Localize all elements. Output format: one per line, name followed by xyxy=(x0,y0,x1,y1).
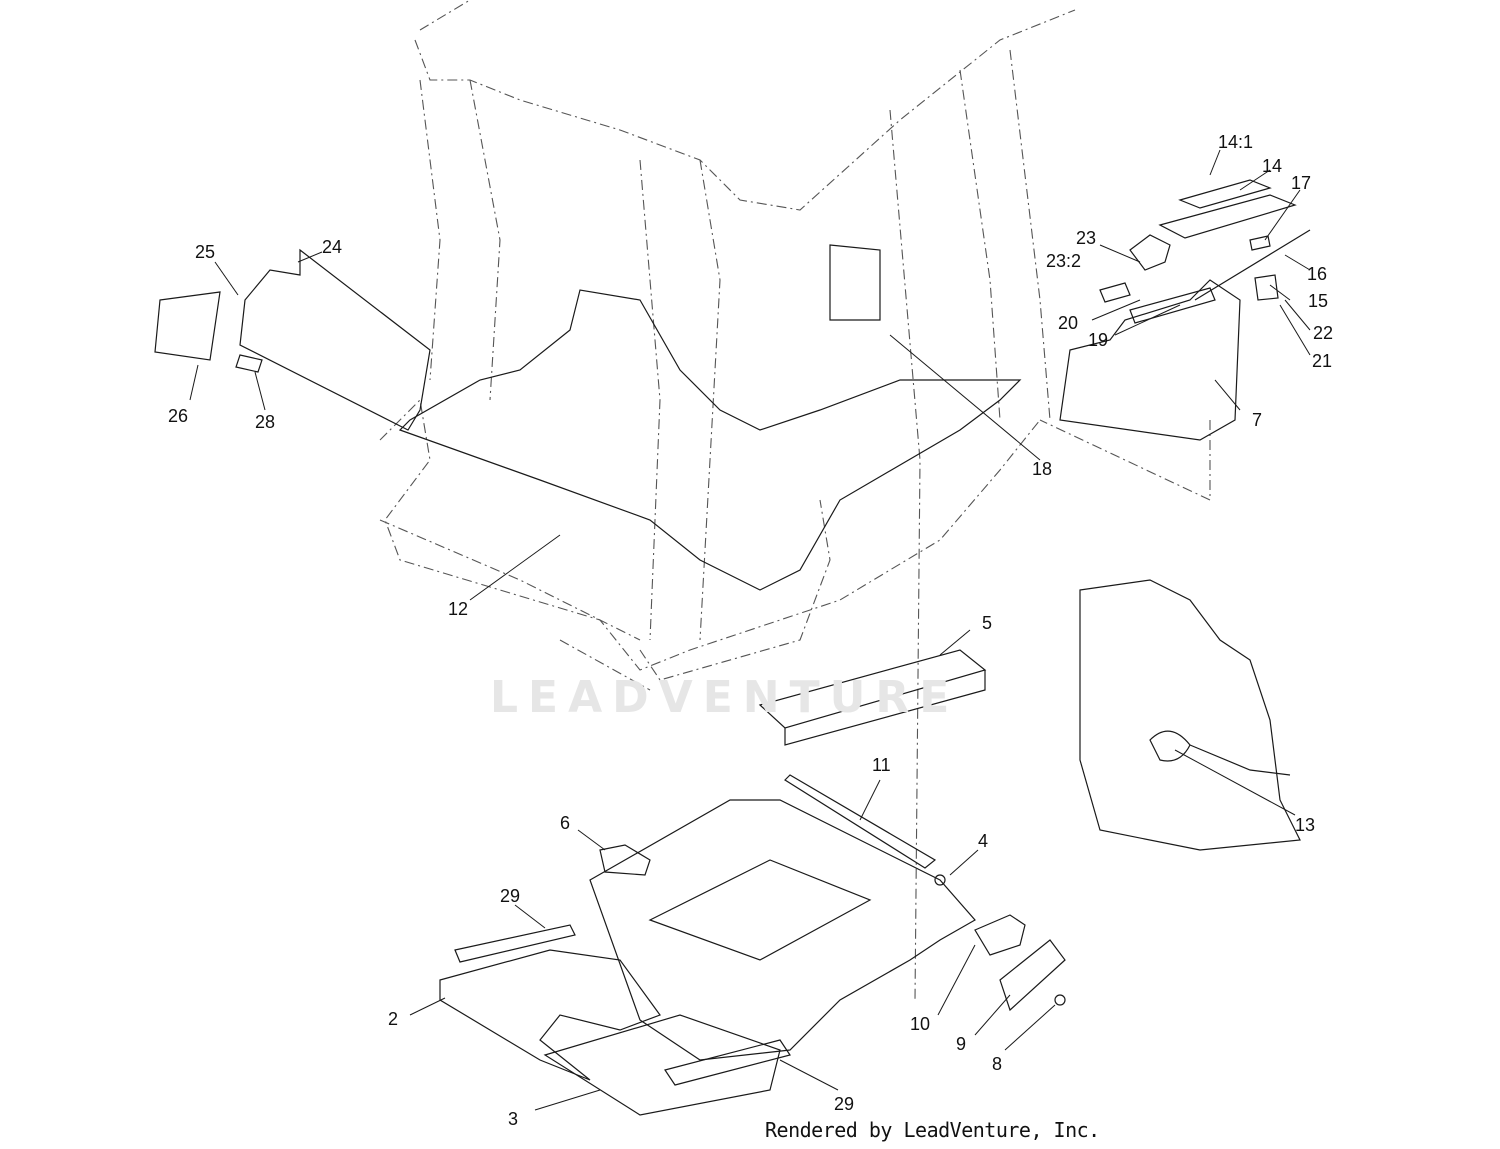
callout-15: 15 xyxy=(1308,291,1329,311)
callout-23: 23 xyxy=(1076,228,1097,248)
callout-29-upper: 29 xyxy=(500,886,521,906)
callout-14: 14 xyxy=(1262,156,1283,176)
callout-10: 10 xyxy=(910,1014,931,1034)
callout-2: 2 xyxy=(388,1009,399,1029)
callout-6: 6 xyxy=(560,813,571,833)
callout-19: 19 xyxy=(1088,330,1109,350)
callout-8: 8 xyxy=(992,1054,1003,1074)
watermark: LEADVENTURE xyxy=(490,672,960,723)
callout-22: 22 xyxy=(1313,323,1334,343)
callout-29-lower: 29 xyxy=(834,1094,855,1114)
callout-3: 3 xyxy=(508,1109,519,1129)
callout-18: 18 xyxy=(1032,459,1053,479)
callout-25: 25 xyxy=(195,242,216,262)
callout-28: 28 xyxy=(255,412,276,432)
callout-11: 11 xyxy=(872,755,891,775)
callout-9: 9 xyxy=(956,1034,967,1054)
callout-16: 16 xyxy=(1307,264,1328,284)
callout-23-2: 23:2 xyxy=(1046,251,1082,271)
render-credit: Rendered by LeadVenture, Inc. xyxy=(765,1118,1100,1142)
callout-4: 4 xyxy=(978,831,989,851)
callout-5: 5 xyxy=(982,613,993,633)
callout-20: 20 xyxy=(1058,313,1079,333)
callout-24: 24 xyxy=(322,237,343,257)
callout-14-1: 14:1 xyxy=(1218,132,1254,152)
callout-21: 21 xyxy=(1312,351,1333,371)
callout-26: 26 xyxy=(168,406,189,426)
callout-13: 13 xyxy=(1295,815,1316,835)
callout-12: 12 xyxy=(448,599,469,619)
callout-17: 17 xyxy=(1291,173,1312,193)
callout-7: 7 xyxy=(1252,410,1263,430)
